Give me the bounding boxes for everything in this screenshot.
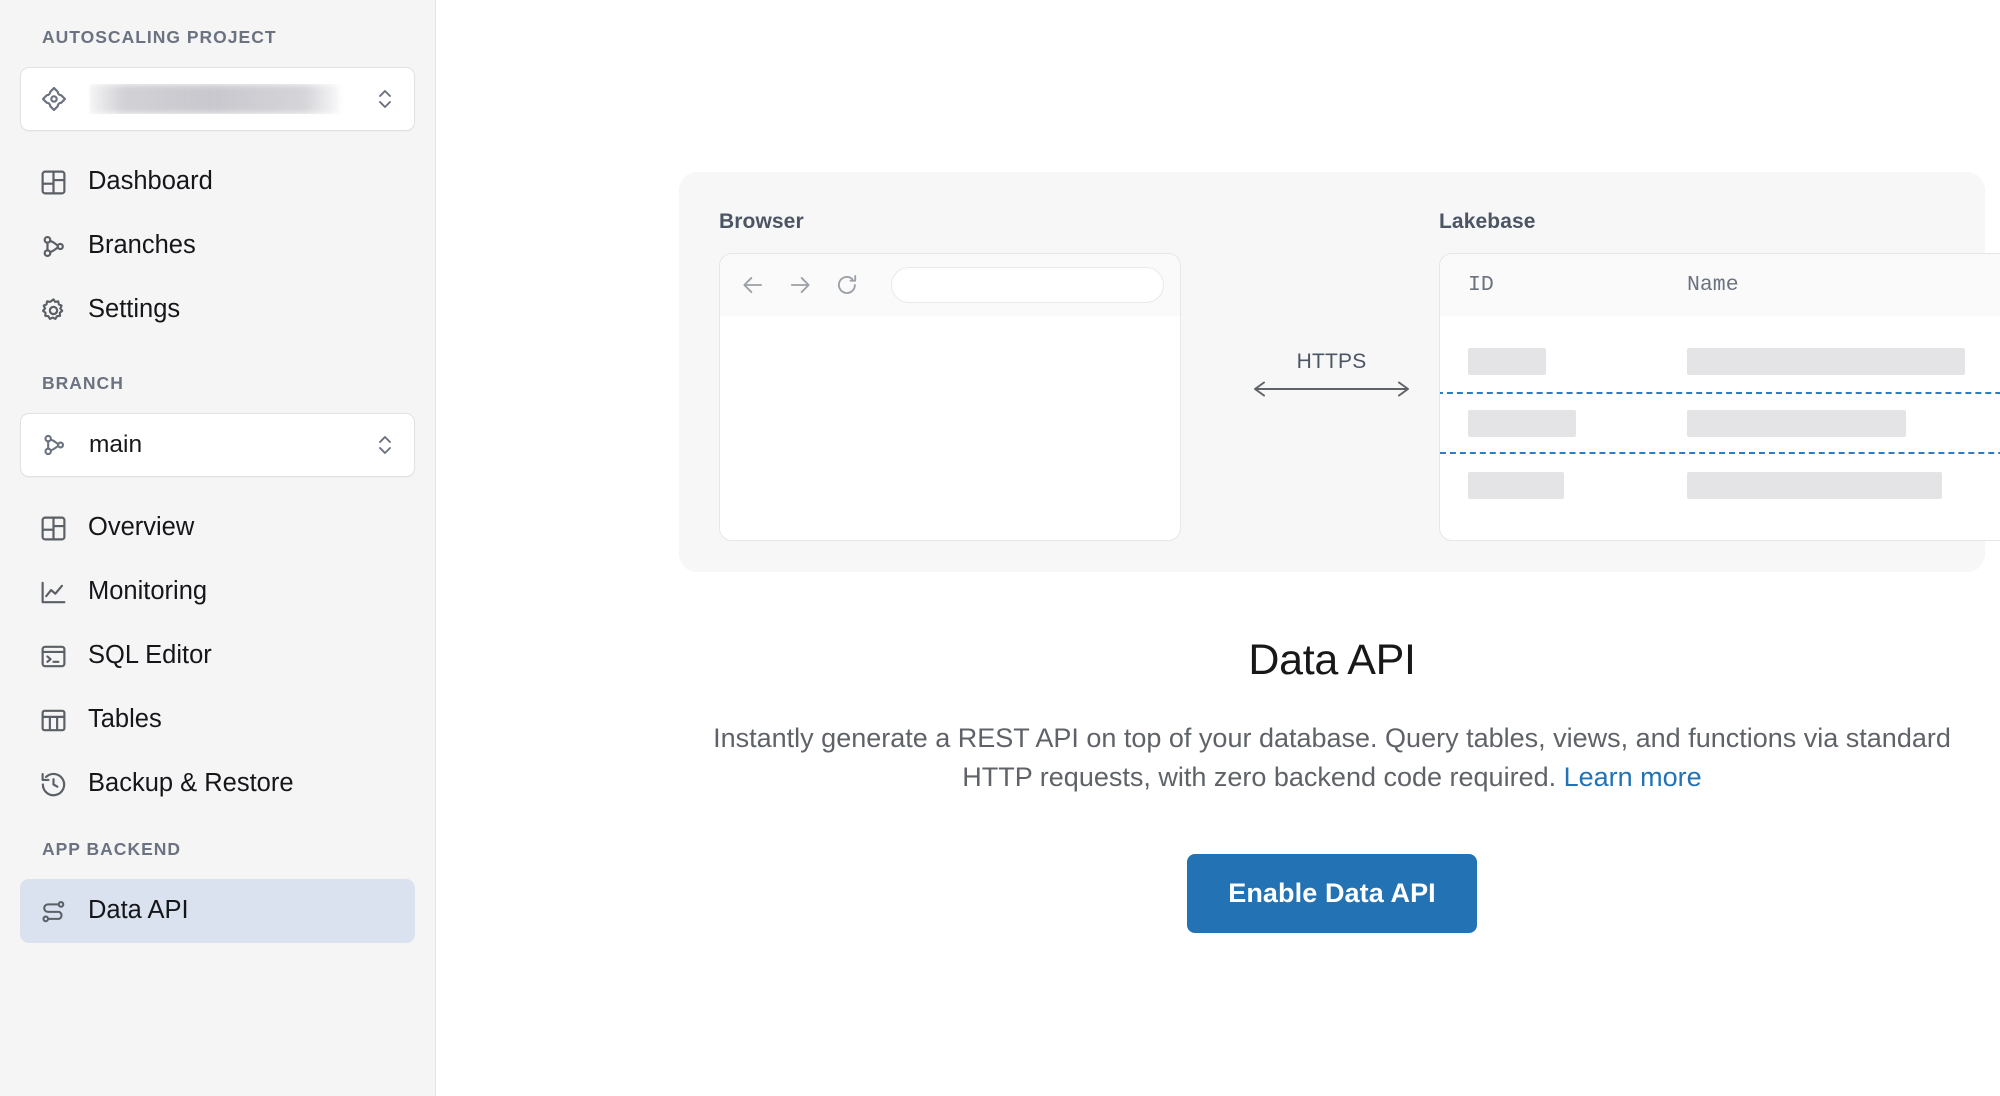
double-arrow-icon: [1244, 381, 1419, 404]
sidebar-item-label: Dashboard: [88, 167, 213, 196]
sidebar-spacer: [20, 342, 415, 373]
sidebar-item-label: SQL Editor: [88, 641, 212, 670]
chevron-up-down-icon[interactable]: [372, 79, 398, 119]
backend-nav-group: Data API: [20, 879, 415, 943]
lakebase-table-rows: [1440, 316, 2000, 516]
arrow-left-icon[interactable]: [738, 270, 768, 300]
skeleton-cell-name: [1687, 409, 1906, 437]
git-branch-icon: [38, 231, 69, 262]
column-header-id: ID: [1468, 273, 1494, 297]
table-columns-icon: [38, 705, 69, 736]
git-branch-icon: [39, 430, 69, 460]
layout-dashboard-icon: [38, 513, 69, 544]
skeleton-cell-id: [1468, 471, 1564, 499]
sidebar-item-label: Backup & Restore: [88, 769, 294, 798]
browser-mock: [719, 253, 1181, 541]
skeleton-cell-name: [1687, 347, 1965, 375]
column-header-name: Name: [1687, 273, 1739, 297]
lakebase-label: Lakebase: [1439, 210, 1536, 233]
arrow-right-icon[interactable]: [785, 270, 815, 300]
redacted-project-name: [89, 84, 339, 114]
https-connector: HTTPS: [1244, 350, 1419, 405]
sidebar-item-dashboard[interactable]: Dashboard: [20, 150, 415, 214]
table-row: [1440, 330, 2000, 392]
sidebar-item-label: Settings: [88, 295, 181, 324]
sidebar-spacer: [20, 816, 415, 839]
chevron-up-down-icon[interactable]: [372, 425, 398, 465]
sidebar-item-backup-restore[interactable]: Backup & Restore: [20, 752, 415, 816]
line-chart-icon: [38, 577, 69, 608]
lakebase-mock-column: Lakebase ID Name: [1439, 210, 2000, 541]
branch-selector-value: main: [89, 431, 143, 458]
sidebar-item-tables[interactable]: Tables: [20, 688, 415, 752]
sidebar-item-label: Tables: [88, 705, 162, 734]
project-selector-value: [89, 84, 372, 114]
main-content: Browser: [436, 0, 2000, 1096]
sidebar-item-settings[interactable]: Settings: [20, 278, 415, 342]
sidebar-item-data-api[interactable]: Data API: [20, 879, 415, 943]
browser-mock-column: Browser: [719, 210, 1181, 541]
page-description: Instantly generate a REST API on top of …: [692, 719, 1972, 797]
https-label: HTTPS: [1296, 350, 1367, 373]
skeleton-cell-name: [1687, 471, 1942, 499]
skeleton-cell-id: [1468, 347, 1546, 375]
browser-label: Browser: [719, 210, 804, 233]
enable-data-api-button[interactable]: Enable Data API: [1187, 853, 1477, 933]
project-selector[interactable]: [20, 67, 415, 131]
browser-url-bar[interactable]: [891, 267, 1164, 303]
sidebar-item-monitoring[interactable]: Monitoring: [20, 560, 415, 624]
lakebase-table-card: ID Name: [1439, 253, 2000, 541]
cta-container: Enable Data API: [679, 853, 1985, 933]
browser-viewport: [720, 316, 1180, 540]
sidebar-item-label: Monitoring: [88, 577, 208, 606]
empty-state-content: Data API Instantly generate a REST API o…: [679, 636, 1985, 933]
layout-dashboard-icon: [38, 167, 69, 198]
sidebar-item-sql-editor[interactable]: SQL Editor: [20, 624, 415, 688]
data-api-route-icon: [38, 896, 69, 927]
branch-nav-group: Overview Monitoring: [20, 496, 415, 816]
gear-icon: [38, 295, 69, 326]
branch-selector[interactable]: main: [20, 413, 415, 477]
project-diamond-icon: [39, 84, 69, 114]
data-api-illustration: Browser: [679, 172, 2000, 572]
sidebar-item-label: Overview: [88, 513, 195, 542]
sidebar-section-label-app-backend: APP BACKEND: [42, 839, 182, 859]
page-title: Data API: [1248, 636, 1416, 684]
sidebar-section-label-branch: BRANCH: [42, 373, 124, 393]
sidebar-item-label: Data API: [88, 896, 189, 925]
table-row: [1440, 454, 2000, 516]
browser-toolbar: [720, 254, 1180, 316]
table-row-highlighted: [1440, 392, 2000, 454]
learn-more-link[interactable]: Learn more: [1563, 761, 1702, 792]
project-nav-group: Dashboard Branches: [20, 150, 415, 342]
lakebase-table-header: ID Name: [1440, 254, 2000, 316]
description-text: Instantly generate a REST API on top of …: [713, 723, 1951, 792]
history-clock-icon: [38, 769, 69, 800]
sidebar: AUTOSCALING PROJECT: [0, 0, 436, 1096]
sidebar-section-label-project: AUTOSCALING PROJECT: [42, 27, 277, 47]
terminal-window-icon: [38, 641, 69, 672]
reload-icon[interactable]: [832, 270, 862, 300]
sidebar-item-label: Branches: [88, 231, 196, 260]
sidebar-item-branches[interactable]: Branches: [20, 214, 415, 278]
skeleton-cell-id: [1468, 409, 1576, 437]
sidebar-item-overview[interactable]: Overview: [20, 496, 415, 560]
